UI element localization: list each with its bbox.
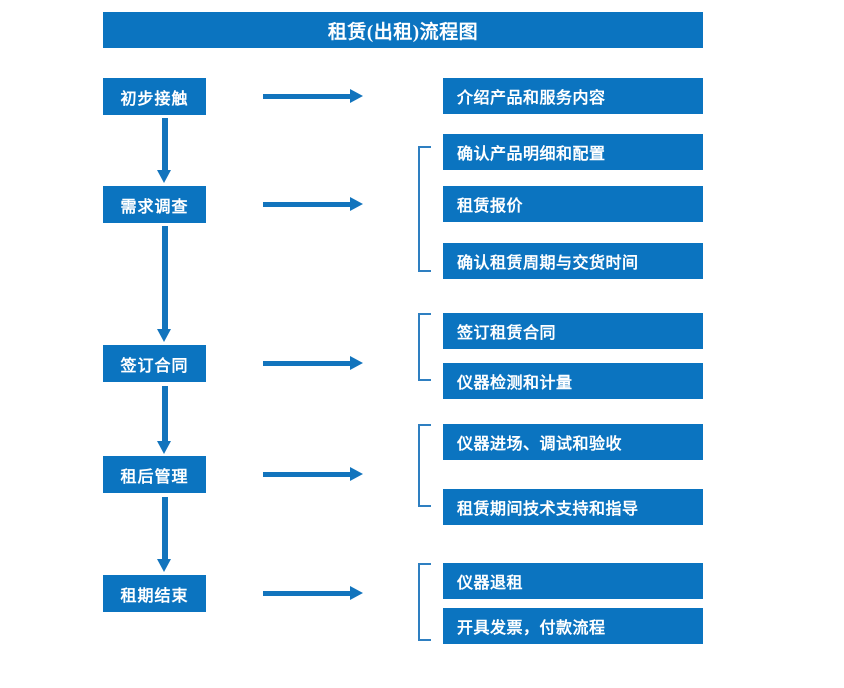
- arrow-shaft: [162, 118, 168, 170]
- group-bracket-stage4: [418, 424, 431, 507]
- group-bracket-stage2: [418, 146, 431, 272]
- detail-box-confirm-product-details-config[interactable]: 确认产品明细和配置: [443, 134, 703, 170]
- arrow-head-down-icon: [157, 559, 171, 572]
- horizontal-arrow-stage4: [263, 467, 363, 481]
- stage-box-post-rental-management[interactable]: 租后管理: [103, 456, 206, 493]
- arrow-shaft: [263, 202, 351, 207]
- arrow-shaft: [162, 497, 168, 559]
- arrow-head-down-icon: [157, 329, 171, 342]
- diagram-title: 租赁(出租)流程图: [103, 12, 703, 48]
- detail-box-instrument-return[interactable]: 仪器退租: [443, 563, 703, 599]
- vertical-arrow-stage4-stage5: [157, 497, 172, 572]
- vertical-arrow-stage3-stage4: [157, 386, 172, 454]
- arrow-shaft: [162, 226, 168, 329]
- detail-box-technical-support-guidance[interactable]: 租赁期间技术支持和指导: [443, 489, 703, 525]
- detail-box-rental-quotation[interactable]: 租赁报价: [443, 186, 703, 222]
- stage-box-initial-contact[interactable]: 初步接触: [103, 78, 206, 115]
- arrow-head-right-icon: [350, 356, 363, 370]
- group-bracket-stage3: [418, 313, 431, 381]
- arrow-shaft: [263, 94, 351, 99]
- horizontal-arrow-stage5: [263, 586, 363, 600]
- horizontal-arrow-stage1: [263, 89, 363, 103]
- arrow-head-right-icon: [350, 89, 363, 103]
- stage-box-needs-survey[interactable]: 需求调查: [103, 186, 206, 223]
- arrow-head-right-icon: [350, 467, 363, 481]
- arrow-shaft: [263, 472, 351, 477]
- detail-box-invoice-payment-process[interactable]: 开具发票，付款流程: [443, 608, 703, 644]
- arrow-head-down-icon: [157, 441, 171, 454]
- arrow-head-down-icon: [157, 170, 171, 183]
- arrow-shaft: [263, 591, 351, 596]
- group-bracket-stage5: [418, 563, 431, 641]
- horizontal-arrow-stage3: [263, 356, 363, 370]
- arrow-head-right-icon: [350, 197, 363, 211]
- vertical-arrow-stage1-stage2: [157, 118, 172, 183]
- detail-box-instrument-inspection-metering[interactable]: 仪器检测和计量: [443, 363, 703, 399]
- horizontal-arrow-stage2: [263, 197, 363, 211]
- arrow-head-right-icon: [350, 586, 363, 600]
- detail-box-sign-rental-contract[interactable]: 签订租赁合同: [443, 313, 703, 349]
- detail-box-introduce-products-services[interactable]: 介绍产品和服务内容: [443, 78, 703, 114]
- arrow-shaft: [162, 386, 168, 441]
- vertical-arrow-stage2-stage3: [157, 226, 172, 342]
- detail-box-confirm-rental-period-delivery[interactable]: 确认租赁周期与交货时间: [443, 243, 703, 279]
- stage-box-sign-contract[interactable]: 签订合同: [103, 345, 206, 382]
- arrow-shaft: [263, 361, 351, 366]
- detail-box-instrument-entry-commissioning-acceptance[interactable]: 仪器进场、调试和验收: [443, 424, 703, 460]
- stage-box-rental-end[interactable]: 租期结束: [103, 575, 206, 612]
